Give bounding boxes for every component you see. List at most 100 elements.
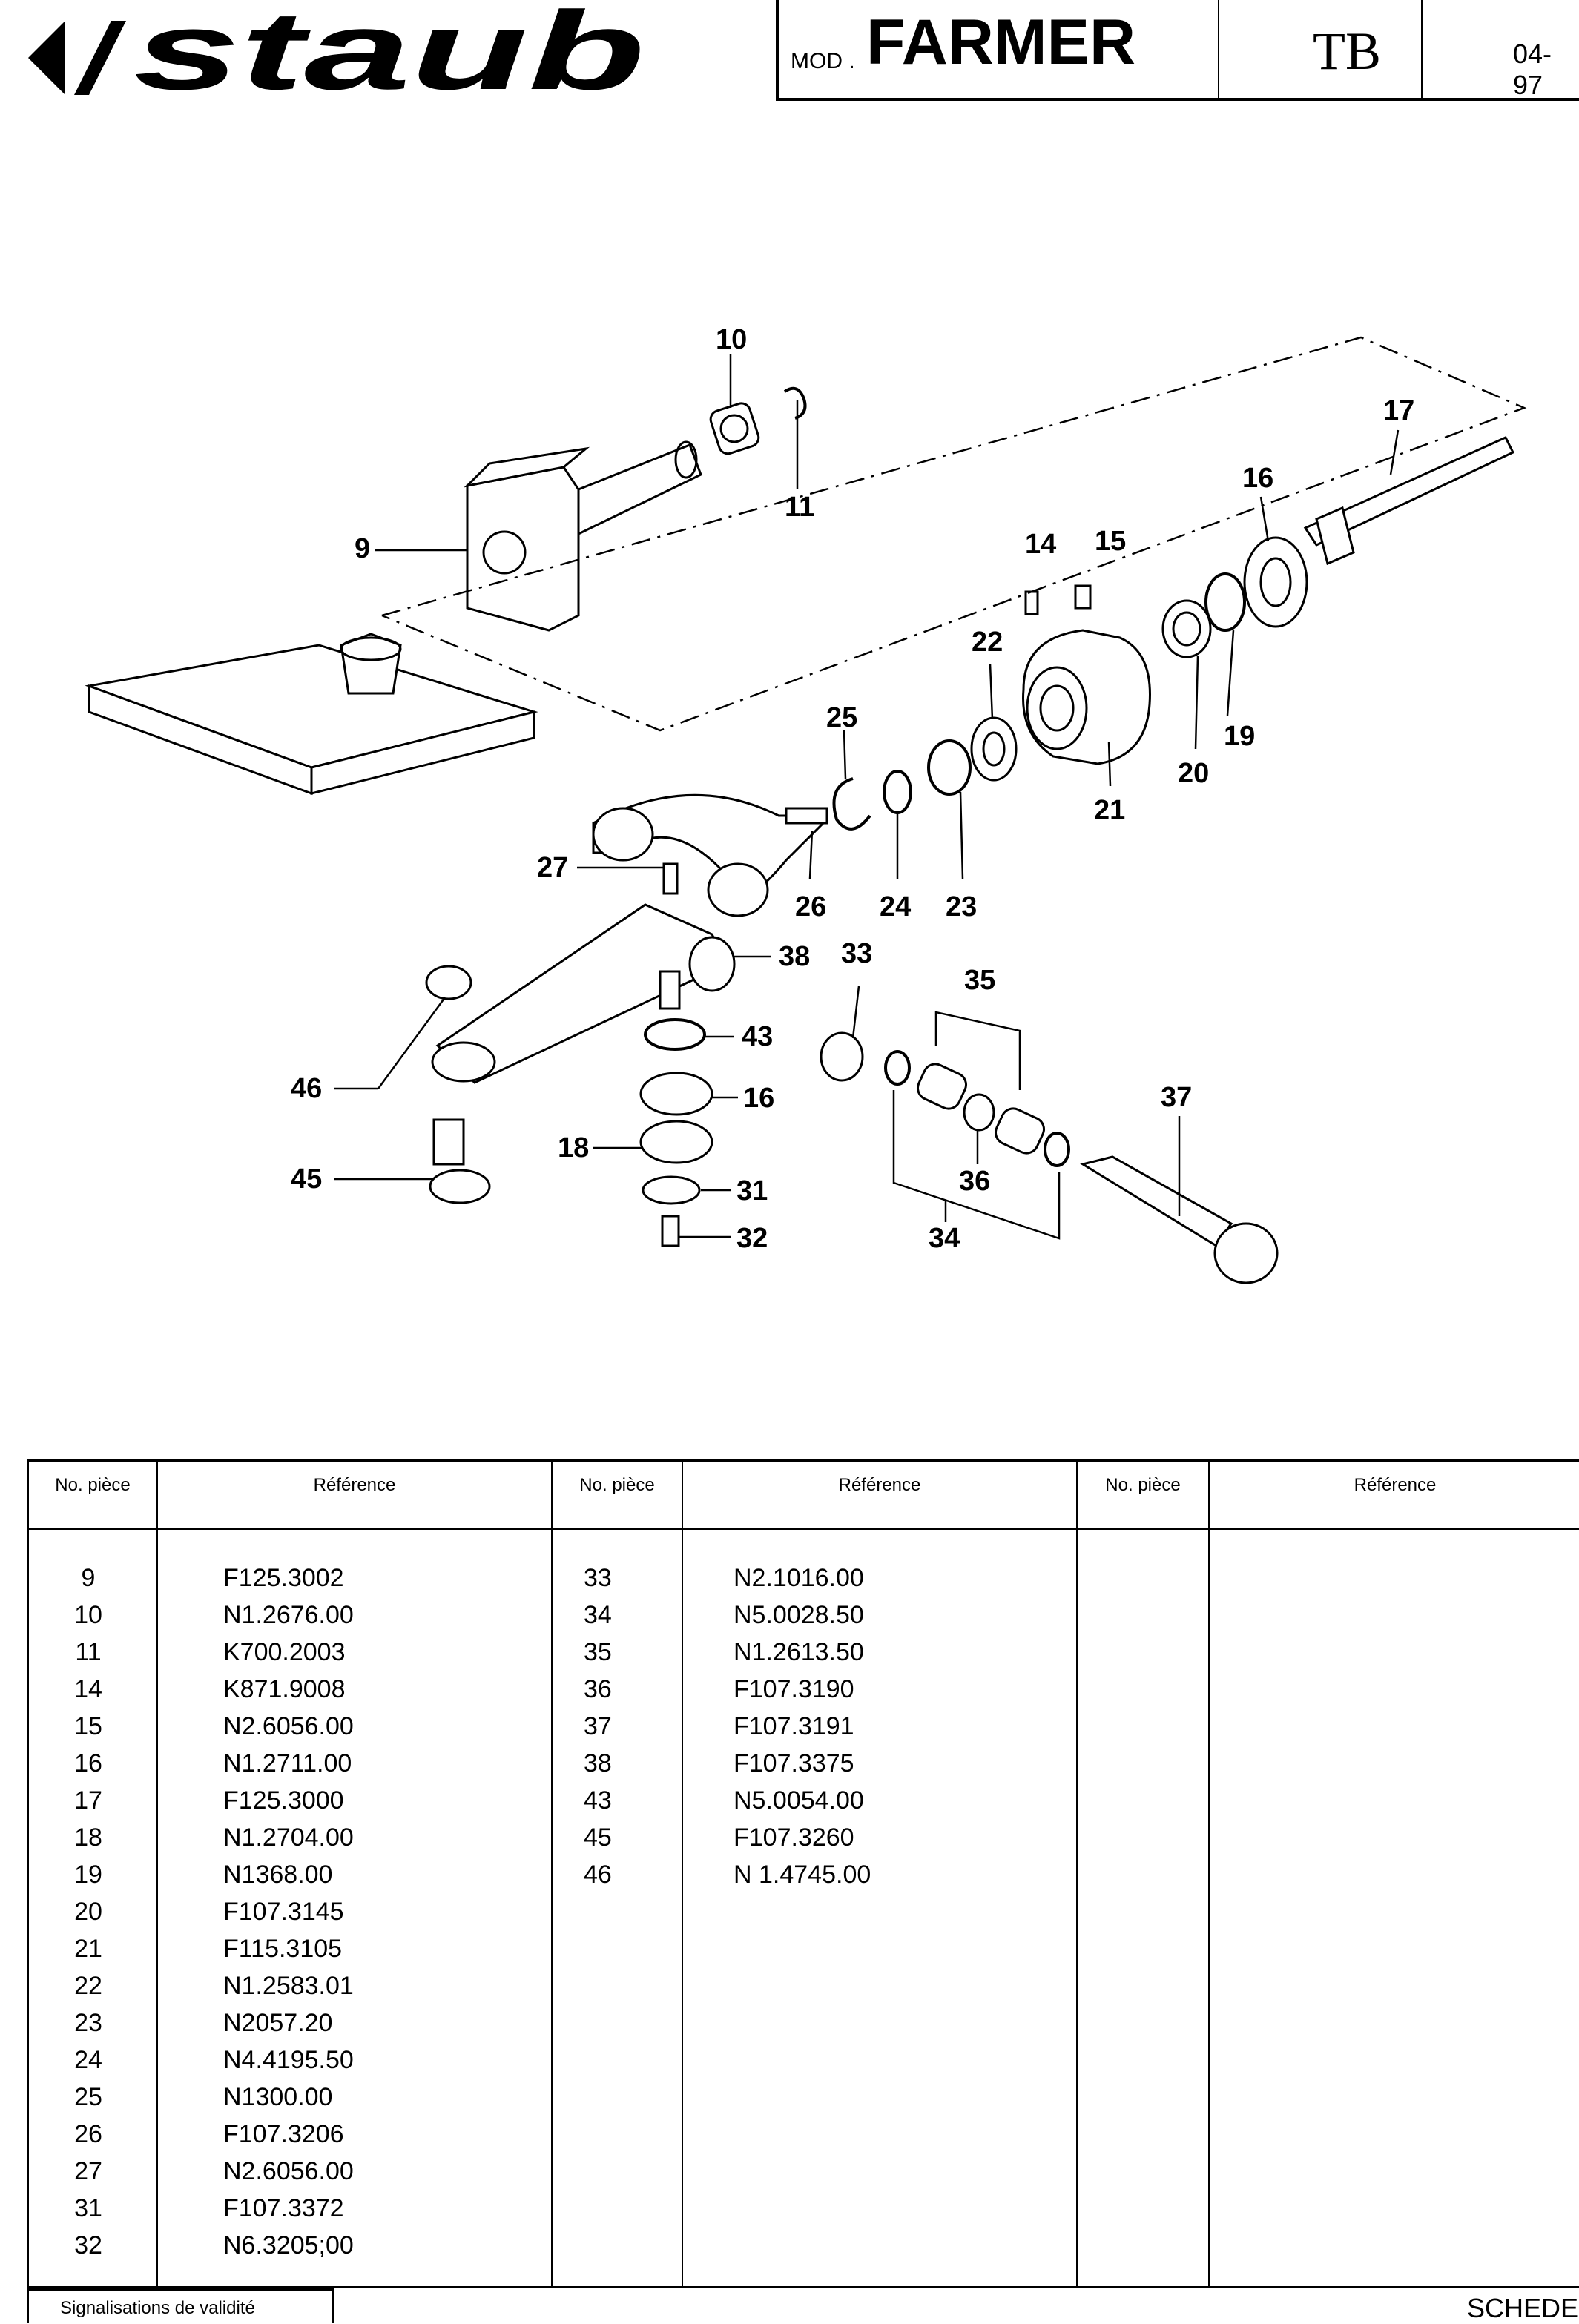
callout-22: 22 — [972, 627, 1003, 658]
part-number: 22 — [74, 1972, 102, 2000]
exploded-parts-drawing: 10 11 9 17 16 14 15 22 25 19 20 21 27 26… — [85, 324, 1527, 1284]
part-reference: F107.3191 — [734, 1712, 854, 1740]
part-number: 27 — [74, 2157, 102, 2185]
staub-logo: staub — [22, 0, 653, 113]
callout-46: 46 — [291, 1073, 322, 1104]
validity-box: Signalisations de validité — [27, 2288, 334, 2323]
callout-23: 23 — [946, 891, 977, 922]
needle-bearing-part-35 — [917, 1063, 967, 1110]
part-number: 18 — [74, 1823, 102, 1852]
column-header-reference: Référence — [1354, 1475, 1437, 1495]
part-reference: N1.2676.00 — [223, 1601, 354, 1629]
part-number: 21 — [74, 1935, 102, 1963]
part-reference: K871.9008 — [223, 1675, 346, 1703]
bearing-part-16 — [1243, 536, 1308, 628]
part-number: 17 — [74, 1786, 102, 1815]
part-reference: F107.3190 — [734, 1675, 854, 1703]
part-number: 26 — [74, 2120, 102, 2148]
o-ring-part-43 — [644, 1018, 706, 1051]
callout-35: 35 — [964, 965, 995, 996]
part-number: 34 — [584, 1601, 612, 1629]
part-reference: N2.6056.00 — [223, 2157, 354, 2185]
seal-part-23 — [927, 739, 972, 796]
column-divider — [682, 1462, 683, 2286]
part-number: 33 — [584, 1564, 612, 1592]
part-number: 38 — [584, 1749, 612, 1777]
part-reference: N6.3205;00 — [223, 2231, 354, 2259]
bush-part-20 — [1161, 599, 1212, 658]
schede-label: SCHEDE — [1467, 2293, 1579, 2323]
part-reference: N1.2704.00 — [223, 1823, 354, 1852]
bearing-part-18 — [639, 1120, 713, 1164]
callout-14: 14 — [1025, 529, 1056, 560]
column-header-reference: Référence — [313, 1475, 396, 1495]
part-reference: N2057.20 — [223, 2009, 333, 2037]
part-reference: N1.2583.01 — [223, 1972, 354, 2000]
part-number: 35 — [584, 1638, 612, 1666]
washer-part-24 — [883, 770, 912, 814]
column-divider — [1208, 1462, 1210, 2286]
callout-33: 33 — [841, 938, 872, 969]
part-number: 11 — [75, 1638, 102, 1666]
part-reference: N4.4195.50 — [223, 2046, 354, 2074]
callout-43: 43 — [742, 1021, 773, 1052]
callout-38: 38 — [779, 941, 810, 972]
housing-part-21 — [1022, 629, 1151, 765]
nut-part-46 — [425, 965, 472, 1000]
pin-part-37 — [1080, 1155, 1279, 1284]
part-reference: N1300.00 — [223, 2083, 333, 2111]
title-block: MOD . FARMER TB 04-97 — [776, 0, 1579, 101]
part-reference: K700.2003 — [223, 1638, 346, 1666]
part-number: 25 — [74, 2083, 102, 2111]
title-divider — [1218, 0, 1219, 98]
revision-date: 04-97 — [1513, 39, 1552, 100]
part-reference: N5.0028.50 — [734, 1601, 864, 1629]
callout-20: 20 — [1178, 758, 1209, 789]
part-reference: F107.3375 — [734, 1749, 854, 1777]
callout-37: 37 — [1161, 1082, 1192, 1113]
part-number: 9 — [81, 1564, 96, 1592]
title-divider — [1421, 0, 1423, 98]
part-number: 45 — [584, 1823, 612, 1852]
castle-nut-part-33 — [820, 1031, 864, 1082]
part-number: 32 — [74, 2231, 102, 2259]
callout-31: 31 — [736, 1175, 768, 1206]
column-header-number: No. pièce — [1105, 1475, 1181, 1495]
callout-34: 34 — [929, 1223, 960, 1254]
part-reference: N1368.00 — [223, 1861, 333, 1889]
part-reference: N 1.4745.00 — [734, 1861, 871, 1889]
part-number: 43 — [584, 1786, 612, 1815]
part-reference: F107.3206 — [223, 2120, 344, 2148]
grease-nipple-part-27 — [662, 862, 679, 895]
bearing-part-22 — [970, 716, 1018, 782]
callout-18: 18 — [558, 1132, 589, 1163]
bolt-part-45 — [429, 1118, 491, 1204]
part-reference: F125.3002 — [223, 1564, 344, 1592]
frame-part-9 — [85, 440, 702, 796]
part-reference: N2.6056.00 — [223, 1712, 354, 1740]
column-divider — [156, 1462, 158, 2286]
part-reference: N1.2613.50 — [734, 1638, 864, 1666]
column-header-number: No. pièce — [55, 1475, 131, 1495]
ring-part-19 — [1204, 572, 1246, 632]
part-reference: N2.1016.00 — [734, 1564, 864, 1592]
part-reference: F107.3372 — [223, 2194, 344, 2222]
washer-part-34 — [884, 1050, 911, 1086]
part-number: 46 — [584, 1861, 612, 1889]
callout-11: 11 — [785, 492, 814, 523]
plug-part-14 — [1024, 590, 1039, 615]
arm-part-38 — [431, 903, 736, 1084]
callout-10: 10 — [716, 324, 747, 355]
part-number: 16 — [74, 1749, 102, 1777]
column-divider — [1076, 1462, 1078, 2286]
callout-26: 26 — [795, 891, 826, 922]
part-number: 31 — [74, 2194, 102, 2222]
grease-nipple-part-15 — [1074, 584, 1092, 610]
shaft-part-17 — [1303, 436, 1515, 566]
part-reference: F115.3105 — [223, 1935, 343, 1963]
circlip-part-25 — [832, 777, 871, 831]
washer-part-31 — [642, 1175, 701, 1205]
